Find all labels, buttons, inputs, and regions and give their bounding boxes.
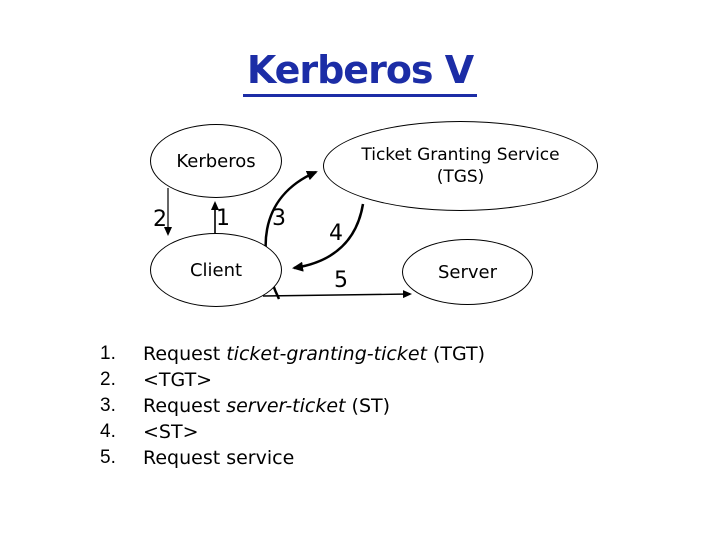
step-number: 3. xyxy=(100,395,116,416)
node-kerberos: Kerberos xyxy=(150,124,282,198)
step-text: Request ticket-granting-ticket (TGT) xyxy=(143,343,486,365)
arrow-4 xyxy=(292,203,365,272)
edge-label-4: 4 xyxy=(329,221,343,246)
step-number: 2. xyxy=(100,369,116,390)
step-number: 1. xyxy=(100,343,116,364)
step-text: Request service xyxy=(143,447,295,469)
node-server: Server xyxy=(402,239,533,305)
node-client: Client xyxy=(150,233,282,307)
node-tgs-label2: (TGS) xyxy=(436,167,485,187)
arrow-5 xyxy=(262,290,412,299)
page-title: Kerberos V xyxy=(242,48,478,97)
node-tgs-label: Ticket Granting Service xyxy=(361,144,560,165)
steps-list: 1. Request ticket-granting-ticket (TGT) … xyxy=(100,341,485,471)
node-client-label: Client xyxy=(189,259,243,281)
edge-label-1: 1 xyxy=(216,206,230,231)
step-number: 5. xyxy=(100,447,116,468)
step-text: <ST> xyxy=(143,421,199,443)
list-item: 1. Request ticket-granting-ticket (TGT) xyxy=(100,341,485,367)
title-container: Kerberos V xyxy=(0,48,720,97)
list-item: 4. <ST> xyxy=(100,419,485,445)
step-number: 4. xyxy=(100,421,116,442)
list-item: 3. Request server-ticket (ST) xyxy=(100,393,485,419)
edge-label-2: 2 xyxy=(153,207,167,232)
list-item: 5. Request service xyxy=(100,445,485,471)
step-text: Request server-ticket (ST) xyxy=(143,395,391,417)
step-text: <TGT> xyxy=(143,369,213,391)
edge-label-3: 3 xyxy=(272,206,286,231)
node-tgs: Ticket Granting Service (TGS) xyxy=(323,121,598,211)
node-server-label: Server xyxy=(437,261,498,283)
list-item: 2. <TGT> xyxy=(100,367,485,393)
edge-label-5: 5 xyxy=(334,268,348,293)
node-kerberos-label: Kerberos xyxy=(176,150,256,172)
